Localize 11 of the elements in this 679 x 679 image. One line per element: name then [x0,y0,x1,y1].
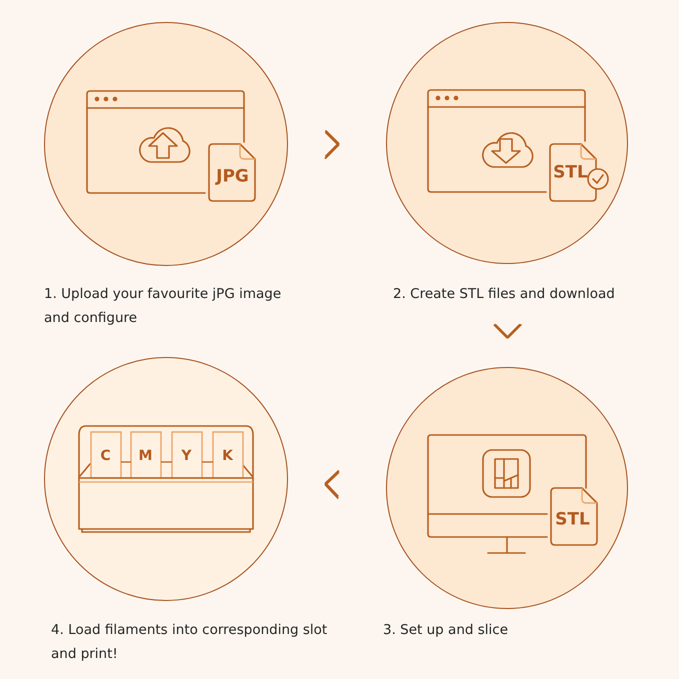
slot-letter: M [138,448,152,462]
step-caption: 4. Load filaments into corresponding slot and print! [51,621,328,664]
file-type-label: STL [555,511,590,528]
step-caption: 3. Set up and slice [383,621,510,640]
file-type-label: STL [553,164,588,181]
slot-letter: C [100,448,111,462]
file-type-label: JPG [216,168,249,185]
slot-letter: K [222,448,233,462]
slot-letter: Y [181,448,192,462]
step-caption: 1. Upload your favourite jPG image and configure [44,285,282,328]
step-caption: 2. Create STL files and download [393,285,616,304]
